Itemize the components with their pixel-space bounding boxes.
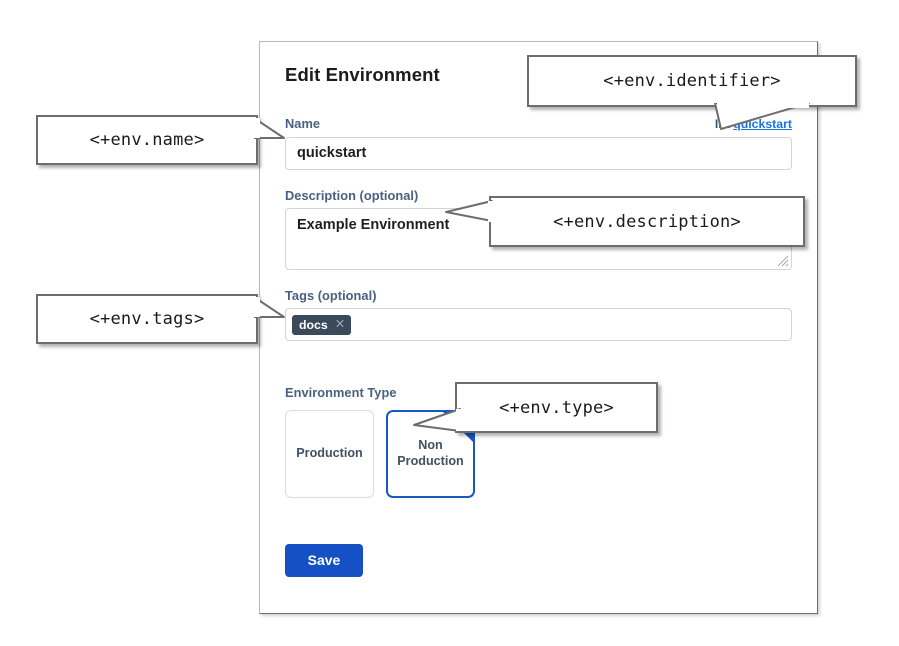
id-prefix: ID:	[714, 116, 732, 131]
tags-field-block: Tags (optional) docs ✕	[285, 288, 792, 342]
callout-env-description: <+env.description>	[489, 196, 805, 247]
tag-chip[interactable]: docs ✕	[292, 314, 352, 335]
name-label-row: Name ID:quickstart	[285, 116, 792, 131]
callout-env-name: <+env.name>	[36, 115, 258, 165]
option-label: Production	[296, 445, 363, 460]
name-label: Name	[285, 116, 321, 132]
environment-type-section: Environment Type Production Non Producti…	[285, 385, 792, 498]
tags-label-row: Tags (optional)	[285, 288, 792, 303]
option-label: Non Production	[397, 437, 464, 468]
name-input[interactable]: quickstart	[285, 136, 792, 170]
tags-input[interactable]: docs ✕	[285, 308, 792, 342]
callout-env-type: <+env.type>	[455, 382, 658, 433]
environment-id: ID:quickstart	[715, 117, 792, 132]
tag-chip-label: docs	[299, 317, 328, 332]
callout-text: <+env.type>	[499, 397, 614, 418]
id-link[interactable]: quickstart	[733, 116, 792, 131]
edit-environment-panel: Edit Environment Name ID:quickstart quic…	[259, 41, 818, 614]
close-icon[interactable]: ✕	[334, 317, 346, 332]
tags-label: Tags (optional)	[285, 287, 377, 303]
environment-type-label: Environment Type	[285, 385, 397, 401]
save-button[interactable]: Save	[285, 543, 363, 577]
callout-env-identifier: <+env.identifier>	[527, 55, 857, 107]
resize-grip-icon[interactable]	[776, 254, 789, 267]
callout-env-tags: <+env.tags>	[36, 294, 258, 344]
description-label: Description (optional)	[285, 187, 419, 203]
page-title: Edit Environment	[285, 64, 440, 85]
description-value: Example Environment	[297, 216, 450, 233]
callout-text: <+env.identifier>	[603, 71, 781, 91]
callout-text: <+env.name>	[89, 130, 205, 150]
environment-type-option-production[interactable]: Production	[285, 409, 374, 498]
name-field-block: Name ID:quickstart quickstart	[285, 116, 792, 170]
description-label-row: Description (optional)	[285, 188, 792, 203]
environment-type-label-row: Environment Type	[285, 385, 792, 400]
callout-text: <+env.tags>	[89, 309, 205, 329]
callout-text: <+env.description>	[553, 211, 741, 232]
